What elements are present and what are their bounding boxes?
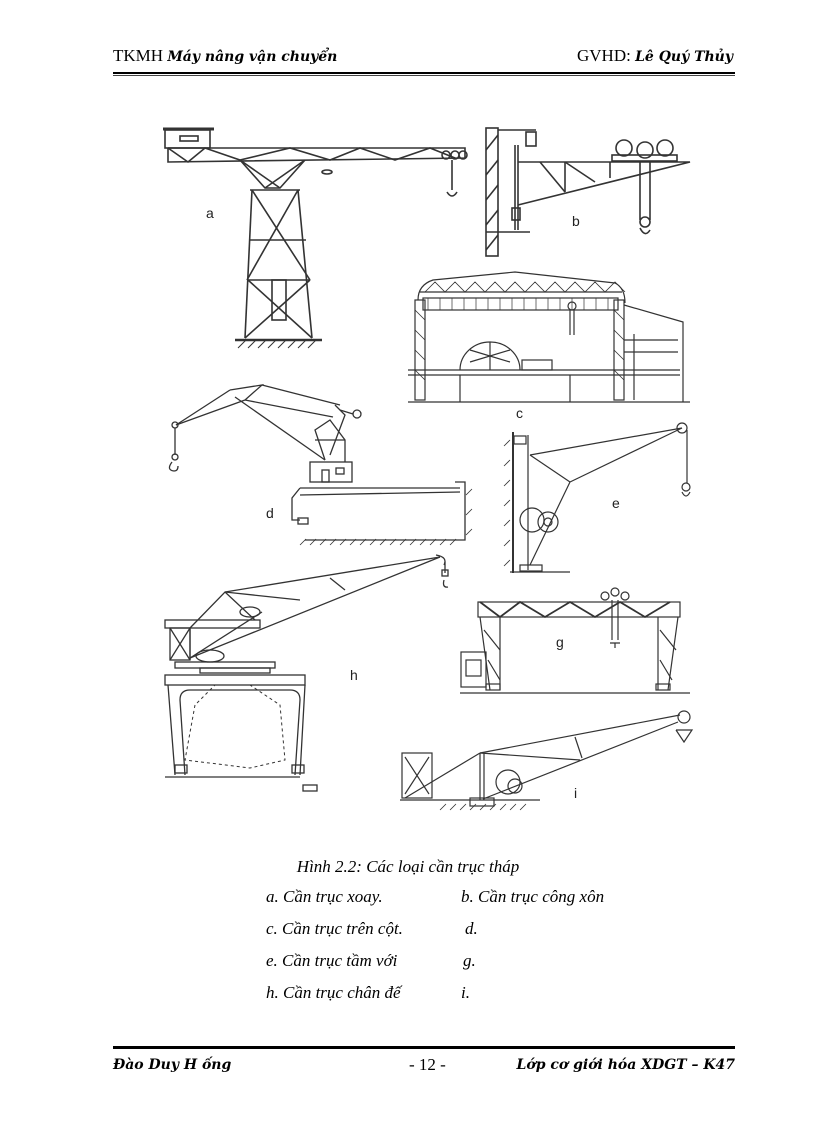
crane-a-drawing: a [163,127,468,349]
figure-caption: Hình 2.2: Các loại cần trục tháp [296,857,520,876]
footer-class: Lớp cơ giới hóa XDGT – K47 [516,1057,735,1073]
legend-item-e: e. Cần trục tầm với [266,951,398,970]
crane-c-drawing: c [408,271,690,421]
svg-text:b: b [572,213,580,229]
svg-text:i: i [574,785,577,801]
crane-d-drawing: d [168,384,473,546]
header-advisor-name: Lê Quý Thủy [635,49,733,65]
header-course-prefix: TKMH [113,46,164,65]
footer-rule [113,1046,735,1049]
header-course-title: Máy nâng vận chuyển [167,49,338,65]
page-footer: Đào Duy H ống - 12 - Lớp cơ giới hóa XDG… [113,1055,735,1079]
legend-item-g: g. [463,951,476,970]
legend-item-a: a. Cần trục xoay. [266,887,383,906]
legend-item-h: h. Cần trục chân đế [266,983,401,1002]
header-rule-thin [113,75,735,76]
page-header: TKMH Máy nâng vận chuyển GVHD: Lê Quý Th… [113,46,733,72]
svg-text:a: a [206,205,214,221]
header-advisor-prefix: GVHD: [576,46,631,65]
legend-item-d: d. [465,919,478,938]
svg-text:c: c [516,405,523,421]
crane-i-drawing: i [400,710,694,811]
svg-text:h: h [350,667,358,683]
footer-author: Đào Duy H ống [113,1057,232,1073]
legend-item-b: b. Cần trục công xôn [461,887,605,906]
header-left: TKMH Máy nâng vận chuyển [113,46,337,66]
header-right: GVHD: Lê Quý Thủy [577,46,733,66]
crane-e-drawing: e [503,422,691,573]
header-rule [113,72,735,74]
crane-types-figure: a b [150,110,710,840]
svg-text:e: e [612,495,620,511]
crane-g-drawing: g [460,587,690,694]
crane-h-drawing: h [164,554,449,792]
svg-text:d: d [266,505,274,521]
legend-item-c: c. Cần trục trên cột. [266,919,403,938]
legend-item-i: i. [461,983,470,1002]
crane-b-drawing: b [485,127,691,257]
svg-text:g: g [556,634,564,650]
page-number: - 12 - [409,1055,446,1074]
